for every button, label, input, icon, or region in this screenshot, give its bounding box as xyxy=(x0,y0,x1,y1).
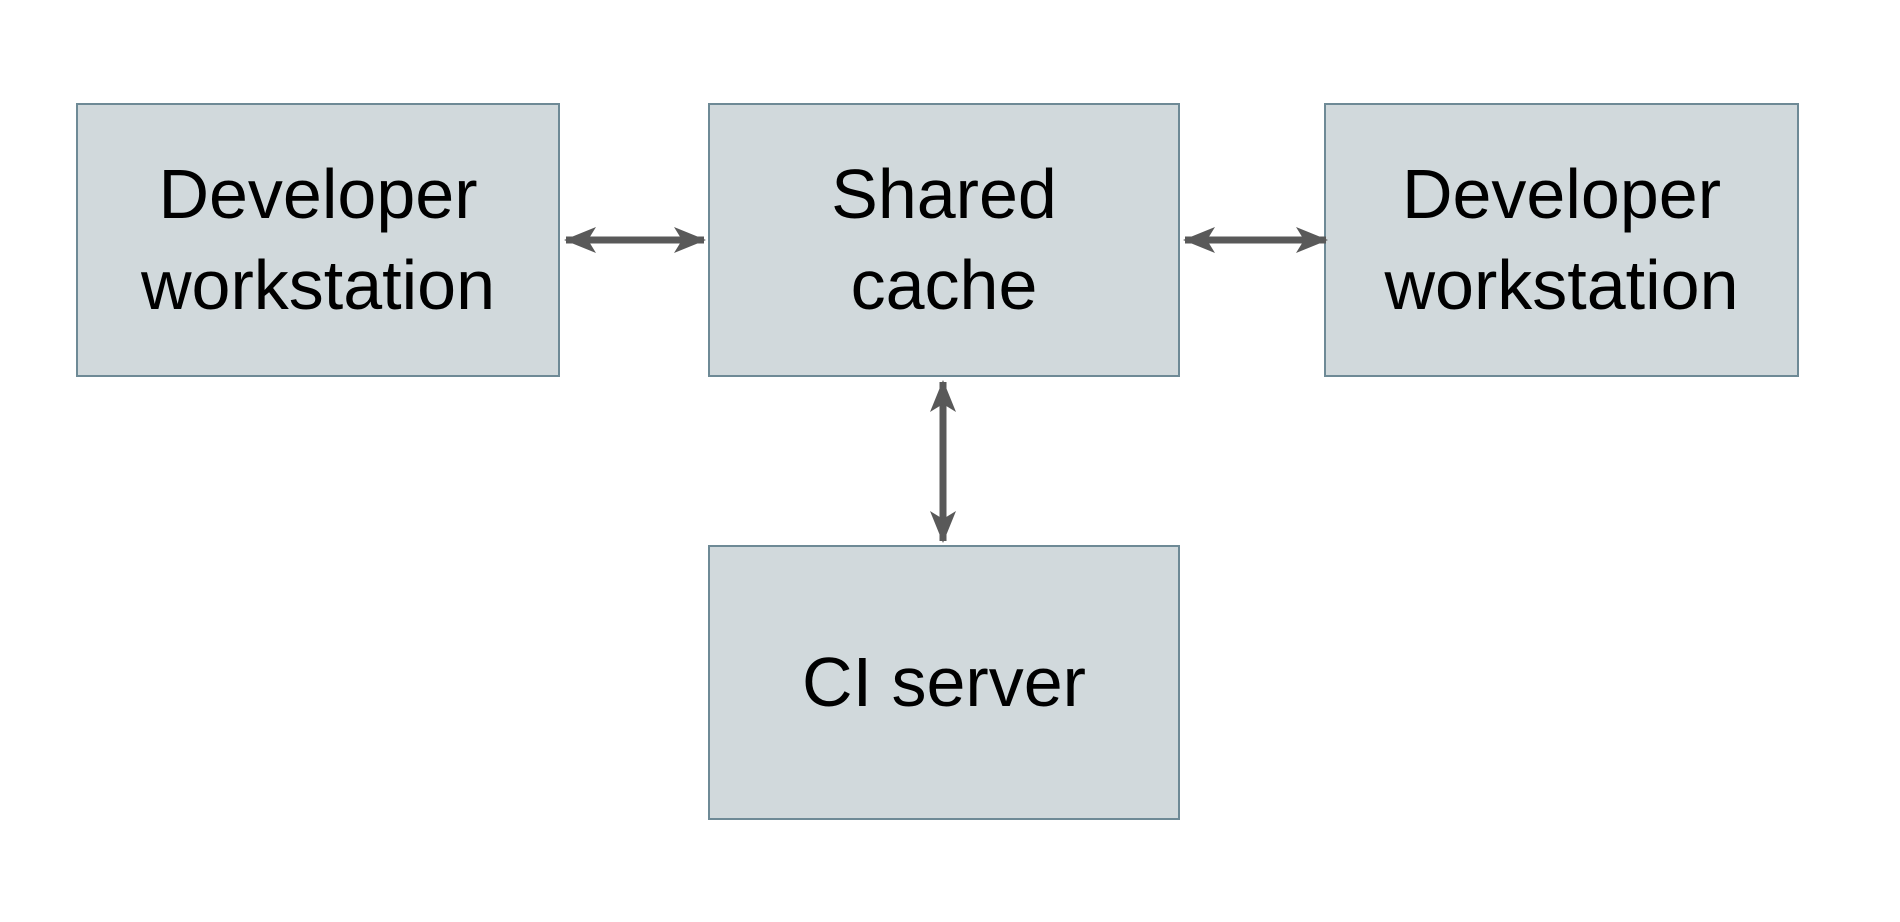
node-label-line: Developer xyxy=(1401,155,1722,233)
node-label: CI server xyxy=(802,637,1086,728)
node-shared-cache: Shared cache xyxy=(708,103,1180,377)
node-label-line: workstation xyxy=(140,246,496,324)
node-label-line: Developer xyxy=(158,155,478,233)
node-label-line: Shared xyxy=(831,155,1057,233)
node-label-line: workstation xyxy=(1384,246,1739,324)
node-developer-workstation-left: Developer workstation xyxy=(76,103,560,377)
node-label-line: CI server xyxy=(802,643,1086,721)
node-ci-server: CI server xyxy=(708,545,1180,820)
node-label: Developer workstation xyxy=(141,149,495,331)
node-developer-workstation-right: Developer workstation xyxy=(1324,103,1799,377)
node-label: Shared cache xyxy=(831,149,1057,331)
node-label: Developer workstation xyxy=(1384,149,1738,331)
node-label-line: cache xyxy=(850,246,1038,324)
